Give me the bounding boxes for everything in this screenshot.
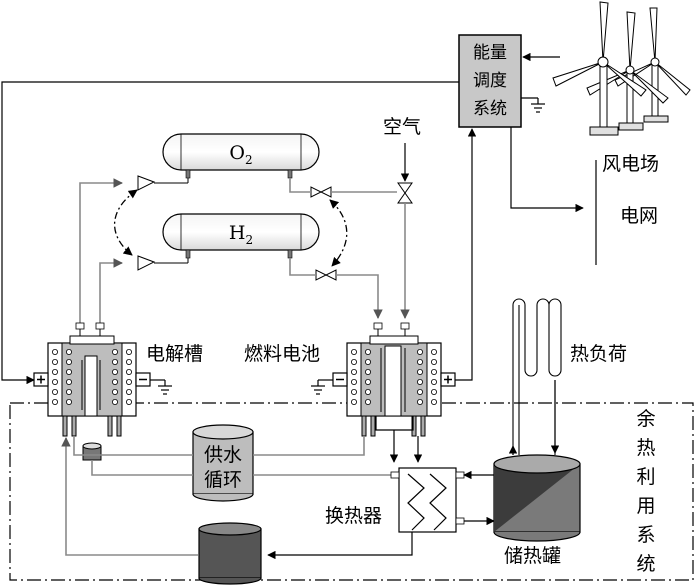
heat-load-label: 热负荷 <box>570 343 627 365</box>
heat-exchanger <box>390 467 465 533</box>
ground-icon <box>150 379 172 395</box>
o2-tank: O2 <box>162 133 320 171</box>
plus-terminal-icon <box>440 372 456 387</box>
svg-text:H2: H2 <box>229 222 253 247</box>
fuel-cell <box>346 322 442 417</box>
svg-text:O2: O2 <box>229 142 252 167</box>
water-cycle-label-2: 循环 <box>204 469 242 491</box>
h2-label: H <box>229 222 246 244</box>
return-tank <box>198 522 262 585</box>
fuel-cell-label: 燃料电池 <box>244 343 320 365</box>
pump-icon <box>82 442 102 461</box>
heat-storage-tank <box>493 454 581 542</box>
h2-tank: H2 <box>162 213 320 251</box>
svg-text:利: 利 <box>636 466 655 488</box>
svg-text:热: 热 <box>636 437 655 459</box>
waste-heat-label: 余 热 利 用 系 统 <box>636 408 655 575</box>
water-cycle-label-1: 供水 <box>204 444 242 466</box>
electrolyzer-label: 电解槽 <box>146 343 203 365</box>
dispatch-label-1: 能量 <box>473 43 507 63</box>
plus-terminal-icon <box>33 372 49 387</box>
heat-load-coil <box>512 298 562 455</box>
dispatch-label-2: 调度 <box>473 71 507 91</box>
valve-icon <box>310 186 337 281</box>
wind-turbine-icon <box>552 1 691 136</box>
o2-label: O <box>229 142 245 164</box>
h2-sub: 2 <box>245 233 253 247</box>
air-label: 空气 <box>383 116 421 138</box>
svg-text:用: 用 <box>636 495 655 517</box>
ground-icon <box>521 97 545 113</box>
o2-sub: 2 <box>245 153 253 167</box>
electrolyzer <box>47 322 137 417</box>
ground-icon <box>311 379 333 395</box>
water-cycle-tank: 供水 循环 <box>192 424 254 502</box>
minus-terminal-icon <box>332 372 348 387</box>
wind-farm-label: 风电场 <box>602 153 659 175</box>
svg-text:统: 统 <box>636 553 655 575</box>
air-valve-icon <box>397 182 413 204</box>
grid-label: 电网 <box>620 205 658 227</box>
compressor-icon <box>137 175 189 271</box>
svg-text:系: 系 <box>636 524 655 546</box>
minus-terminal-icon <box>135 372 151 387</box>
svg-text:余: 余 <box>636 408 655 430</box>
dispatch-label-3: 系统 <box>473 99 507 119</box>
coil-icon <box>52 348 133 405</box>
heat-storage-label: 储热罐 <box>504 545 561 567</box>
energy-dispatch-system: 能量 调度 系统 <box>458 34 522 128</box>
heat-exchanger-label: 换热器 <box>325 505 382 527</box>
